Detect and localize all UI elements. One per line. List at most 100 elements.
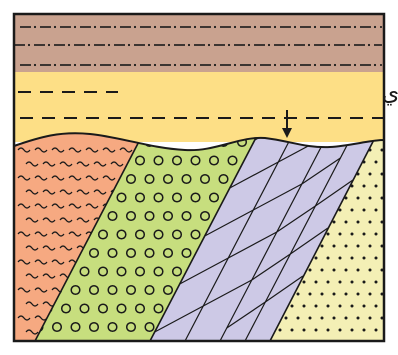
- pebble-mark: [144, 247, 155, 259]
- sand-grain-mark: [332, 220, 336, 224]
- bed-line: [184, 133, 306, 341]
- wave-mark: [25, 161, 39, 167]
- sand-grain-mark: [302, 328, 306, 332]
- sand-grain-mark: [332, 268, 336, 272]
- wave-mark: [110, 161, 124, 167]
- dot-mark: [307, 43, 311, 47]
- sand-grain-mark: [290, 328, 294, 332]
- pebble-mark: [199, 210, 211, 222]
- sand-grain-mark: [338, 328, 342, 332]
- wave-mark: [42, 217, 56, 223]
- diagram-frame: [12, 12, 386, 343]
- dot-mark: [33, 63, 37, 67]
- dot-mark: [367, 43, 371, 47]
- sand-grain-mark: [326, 328, 330, 332]
- wave-mark: [93, 161, 107, 167]
- tilted-beds: [14, 133, 384, 341]
- pebble-mark: [181, 173, 192, 185]
- sand-grain-mark: [356, 268, 360, 272]
- sand-grain-mark: [362, 184, 366, 188]
- dot-mark: [313, 63, 317, 67]
- sand-grain-mark: [350, 304, 354, 308]
- sand-grain-mark: [338, 280, 342, 284]
- wave-mark: [102, 147, 116, 153]
- sand-grain-mark: [362, 304, 366, 308]
- dot-mark: [153, 63, 157, 67]
- sand-grain-mark: [326, 280, 330, 284]
- pebble-mark: [199, 173, 211, 185]
- wave-mark: [59, 245, 73, 251]
- pebble-mark: [134, 303, 146, 314]
- wave-mark: [25, 273, 39, 279]
- sand-grain-mark: [356, 292, 360, 296]
- wave-mark: [17, 315, 31, 321]
- pebble-mark: [88, 247, 100, 259]
- sand-grain-mark: [320, 244, 324, 248]
- joint-line: [202, 279, 253, 307]
- sand-grain-mark: [350, 256, 354, 260]
- sand-grain-mark: [338, 256, 342, 260]
- dot-mark: [333, 63, 337, 67]
- sand-grain-mark: [314, 328, 318, 332]
- bed-line: [219, 133, 341, 341]
- sand-grain-mark: [302, 280, 306, 284]
- dot-mark: [213, 25, 217, 29]
- pebble-mark: [107, 321, 118, 333]
- sand-grain-mark: [362, 328, 366, 332]
- sand-grain-mark: [290, 304, 294, 308]
- dot-mark: [127, 43, 131, 47]
- pebble-mark: [144, 321, 155, 333]
- sand-grain-mark: [374, 208, 378, 212]
- joint-line: [276, 205, 316, 233]
- label-background: [118, 77, 384, 107]
- wave-mark: [85, 147, 99, 153]
- pebble-mark: [51, 321, 63, 333]
- sand-grain-mark: [302, 304, 306, 308]
- pebble-mark: [181, 247, 192, 259]
- sand-grain-mark: [350, 328, 354, 332]
- pebble-mark: [171, 266, 183, 277]
- pebble-mark: [171, 229, 183, 240]
- sand-grain-mark: [320, 292, 324, 296]
- top-layer-dash-pattern: [14, 25, 382, 67]
- pebble-mark: [88, 284, 100, 296]
- wave-mark: [25, 329, 39, 335]
- dot-mark: [233, 25, 237, 29]
- wave-mark: [42, 161, 56, 167]
- sand-grain-mark: [344, 196, 348, 200]
- dot-mark: [227, 43, 231, 47]
- sand-grain-mark: [368, 268, 372, 272]
- dot-mark: [353, 25, 357, 29]
- wave-mark: [51, 147, 65, 153]
- sand-grain-mark: [314, 304, 318, 308]
- wave-mark: [51, 203, 65, 209]
- pebble-mark: [181, 210, 192, 222]
- joint-line: [227, 231, 278, 259]
- dot-mark: [93, 63, 97, 67]
- dot-mark: [33, 25, 37, 29]
- pebble-mark: [134, 192, 146, 203]
- pebble-mark: [218, 173, 229, 185]
- dot-mark: [293, 63, 297, 67]
- joint-line: [154, 305, 204, 333]
- wave-mark: [17, 287, 31, 293]
- unconformity-surface: [13, 132, 385, 152]
- sand-grain-mark: [368, 220, 372, 224]
- wave-mark: [34, 175, 48, 181]
- sand-grain-mark: [344, 292, 348, 296]
- wave-mark: [42, 245, 56, 251]
- sand-grain-mark: [314, 280, 318, 284]
- wave-mark: [25, 301, 39, 307]
- wave-mark: [51, 259, 65, 265]
- pebble-mark: [153, 303, 164, 314]
- dot-mark: [273, 63, 277, 67]
- dot-mark: [147, 43, 151, 47]
- wave-mark: [76, 161, 90, 167]
- dot-mark: [133, 63, 137, 67]
- sand-grain-mark: [314, 256, 318, 260]
- unconformity-label: سطح عدم التوافق الزاوي: [382, 81, 398, 106]
- dot-mark: [313, 25, 317, 29]
- pebble-mark: [208, 155, 220, 166]
- middle-layer-dash-pattern: [18, 91, 385, 119]
- sand-grain-mark: [362, 232, 366, 236]
